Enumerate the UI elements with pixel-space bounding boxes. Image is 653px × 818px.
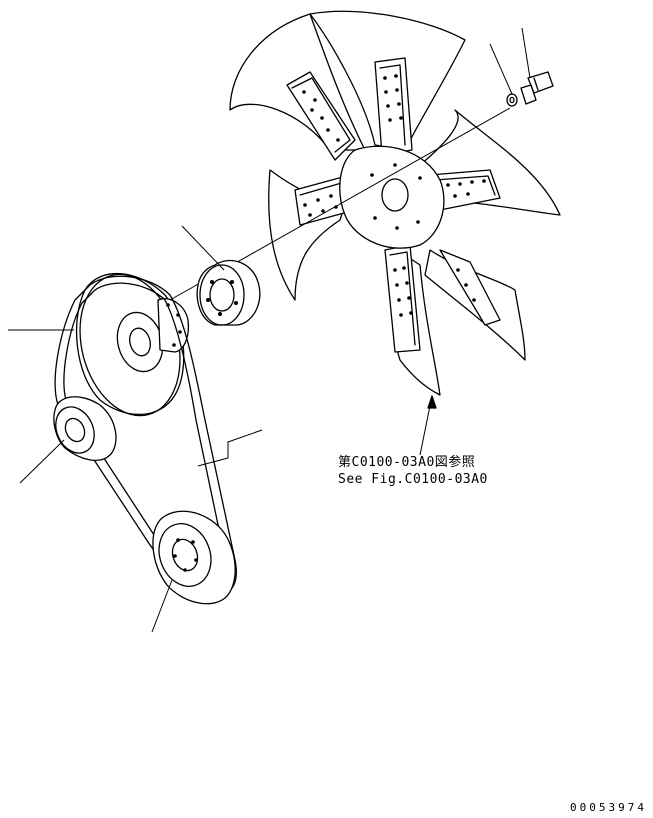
fan-spacer [196,259,261,326]
blade-plate-upper-left [286,71,356,161]
plate-holes [302,74,486,317]
reference-note-japanese: 第C0100-03A0図参照 [338,455,476,470]
crank-pulley [152,510,236,605]
washer [506,93,518,107]
cooling-fan [229,10,561,396]
idler-pulley [53,396,117,461]
blade-plate-right [429,169,501,211]
leader-lines [8,27,531,633]
bolt [520,71,554,105]
fan-hub-center-hole [381,178,409,212]
blade-plate-lower-right [439,249,501,326]
drawing-number: 00053974 [570,801,647,814]
reference-note-english: See Fig.C0100-03A0 [338,472,488,487]
blade-plate-top [374,57,413,156]
v-belt [54,275,237,594]
